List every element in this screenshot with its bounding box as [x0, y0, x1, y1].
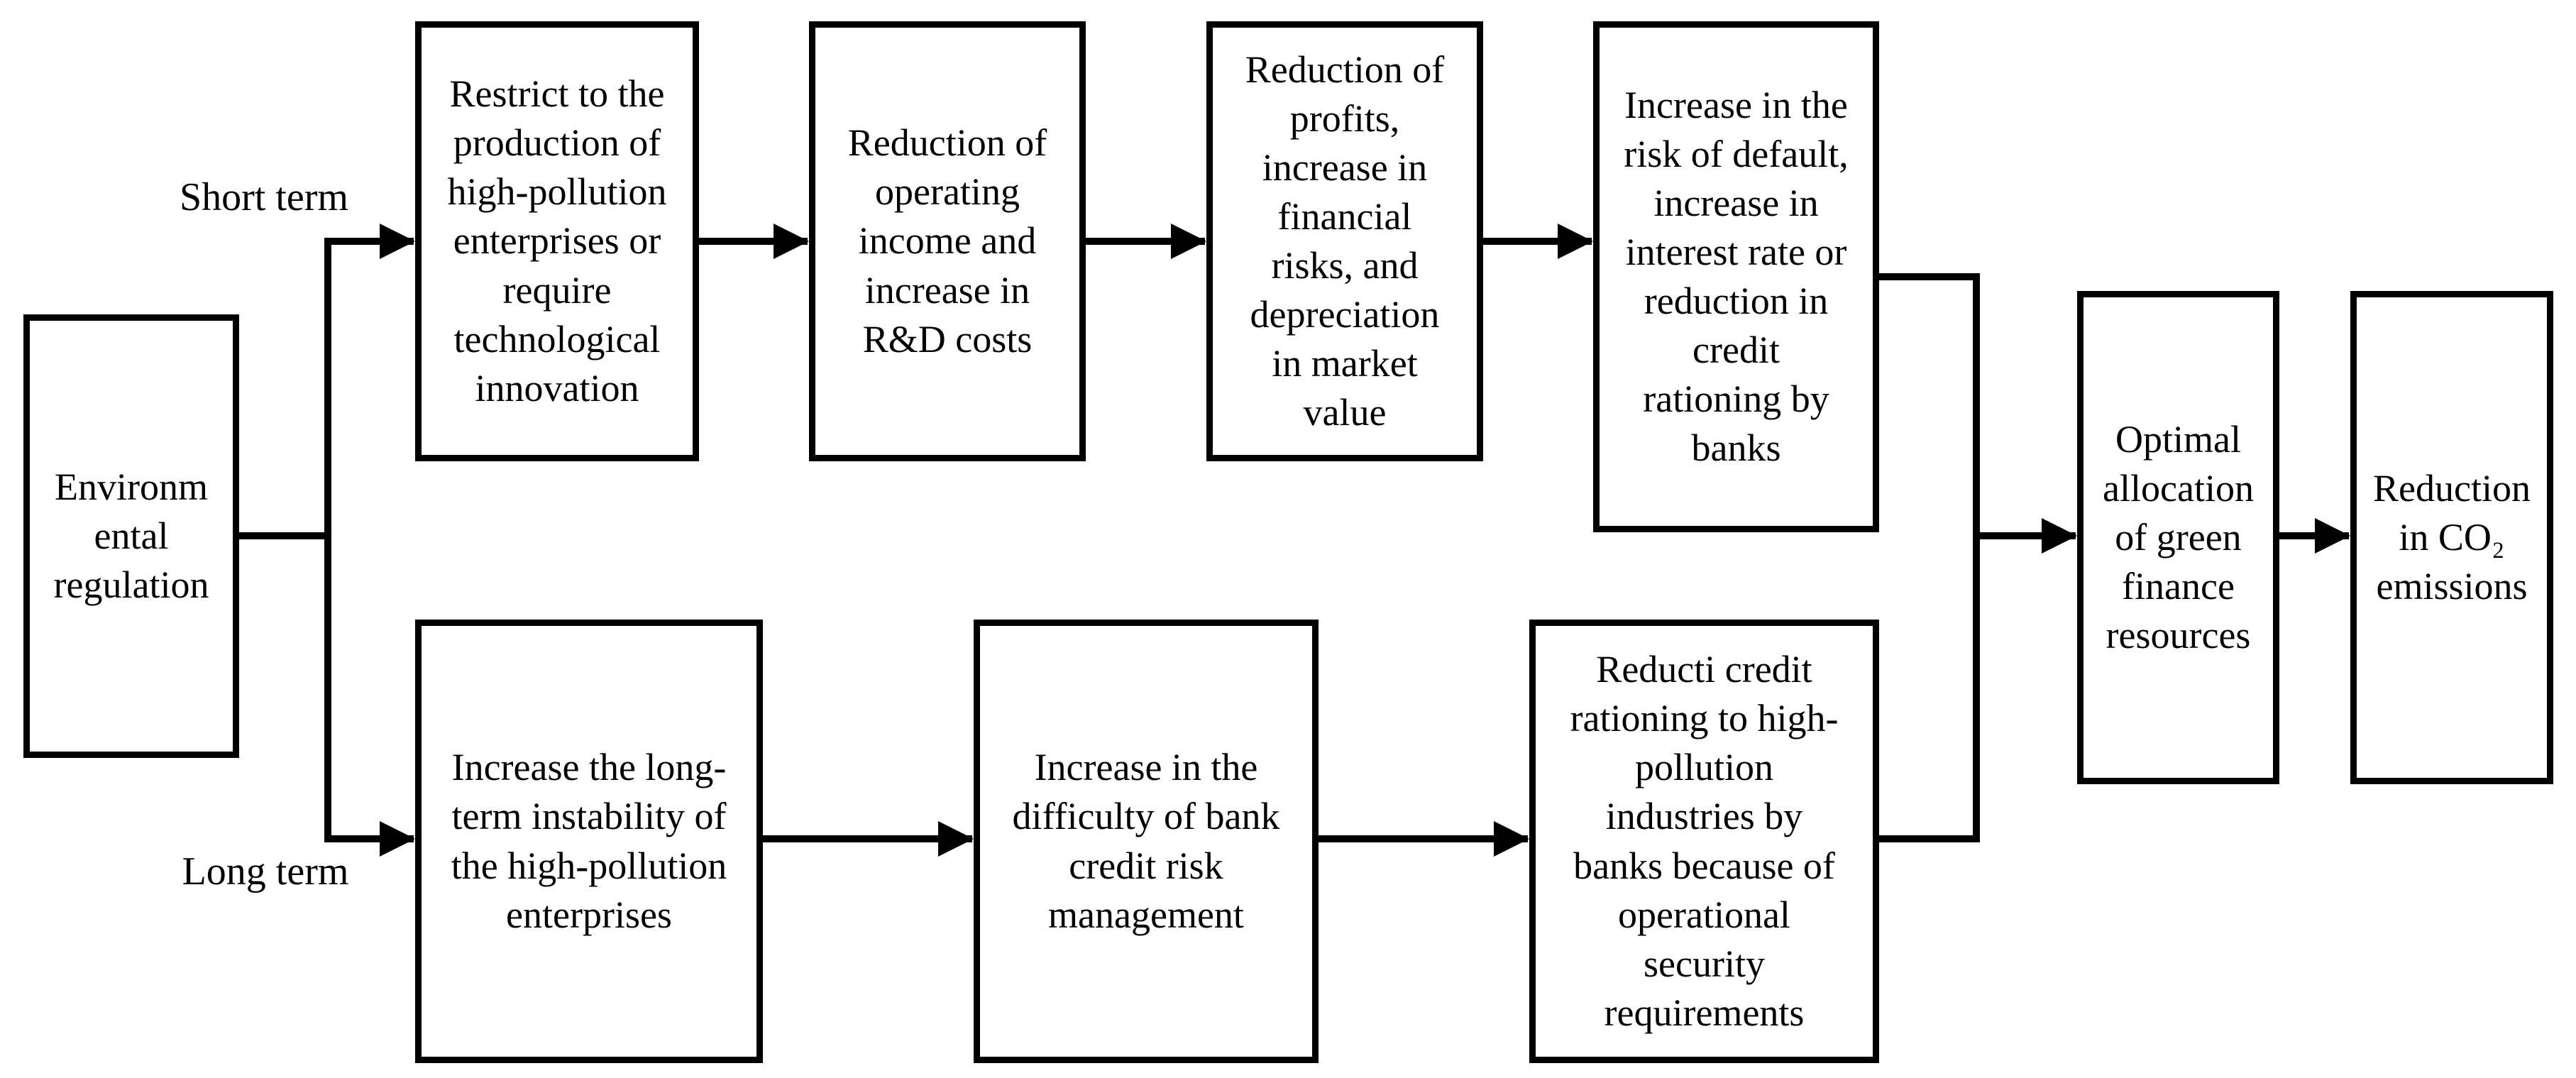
node-bank-credit-risk: Increase in the difficulty of bank credi… [974, 620, 1319, 1063]
node-reduction-profits: Reduction of profits, increase in financ… [1206, 21, 1483, 461]
node-longterm-instability: Increase the long- term instability of t… [415, 620, 763, 1063]
node-default-risk: Increase in the risk of default, increas… [1593, 21, 1879, 532]
node-environmental-regulation: Environm ental regulation [23, 314, 239, 758]
node-reduction-operating-income: Reduction of operating income and increa… [809, 21, 1086, 461]
node-restrict-production: Restrict to the production of high-pollu… [415, 21, 699, 461]
node-credit-rationing: Reducti credit rationing to high- pollut… [1529, 620, 1879, 1063]
short-term-label: Short term [180, 175, 348, 219]
node-co2-reduction: Reduction in CO₂ emissions [2350, 291, 2553, 784]
long-term-label: Long term [182, 849, 349, 893]
node-optimal-allocation: Optimal allocation of green finance reso… [2077, 291, 2279, 784]
